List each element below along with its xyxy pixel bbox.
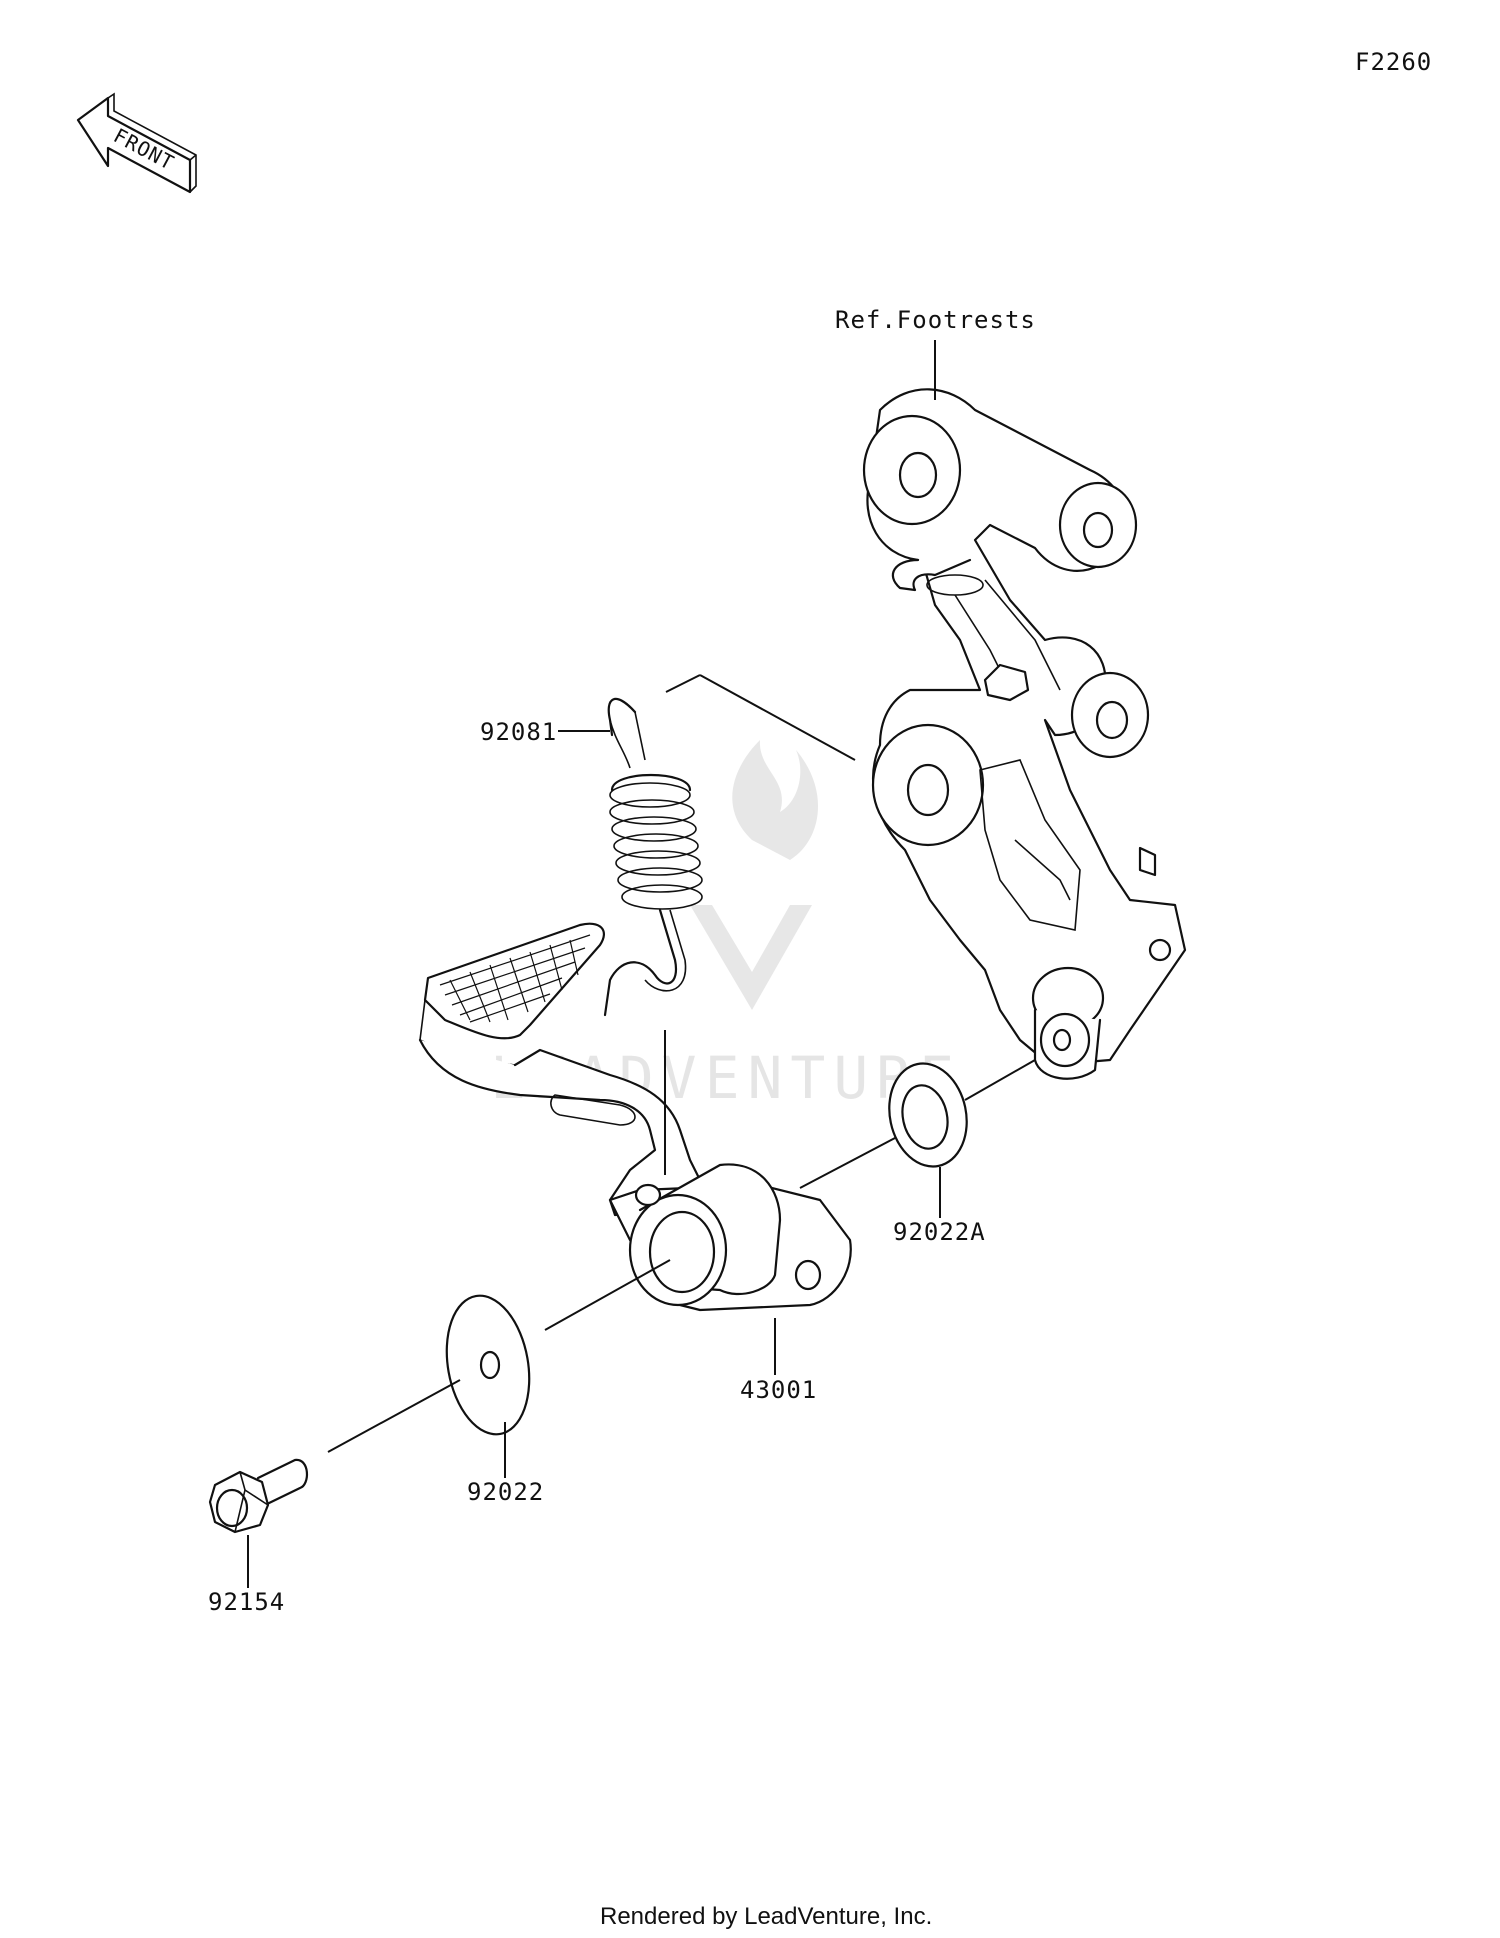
callout-pedal: 43001 xyxy=(740,1376,817,1404)
footrest-bracket xyxy=(862,388,1187,1080)
front-arrow-icon: FRONT xyxy=(76,92,197,194)
brake-pedal xyxy=(418,922,852,1312)
callout-washer: 92022 xyxy=(467,1478,544,1506)
return-spring xyxy=(603,697,703,1017)
washer-a xyxy=(888,1062,968,1168)
bolt xyxy=(208,1458,308,1534)
footer-credit: Rendered by LeadVenture, Inc. xyxy=(600,1903,932,1930)
callout-ref-footrests: Ref.Footrests xyxy=(835,306,1036,334)
washer xyxy=(445,1294,531,1436)
diagram-code: F2260 xyxy=(1355,48,1432,76)
callout-spring: 92081 xyxy=(480,718,557,746)
callout-washer-a: 92022A xyxy=(893,1218,986,1246)
callout-bolt: 92154 xyxy=(208,1588,285,1616)
